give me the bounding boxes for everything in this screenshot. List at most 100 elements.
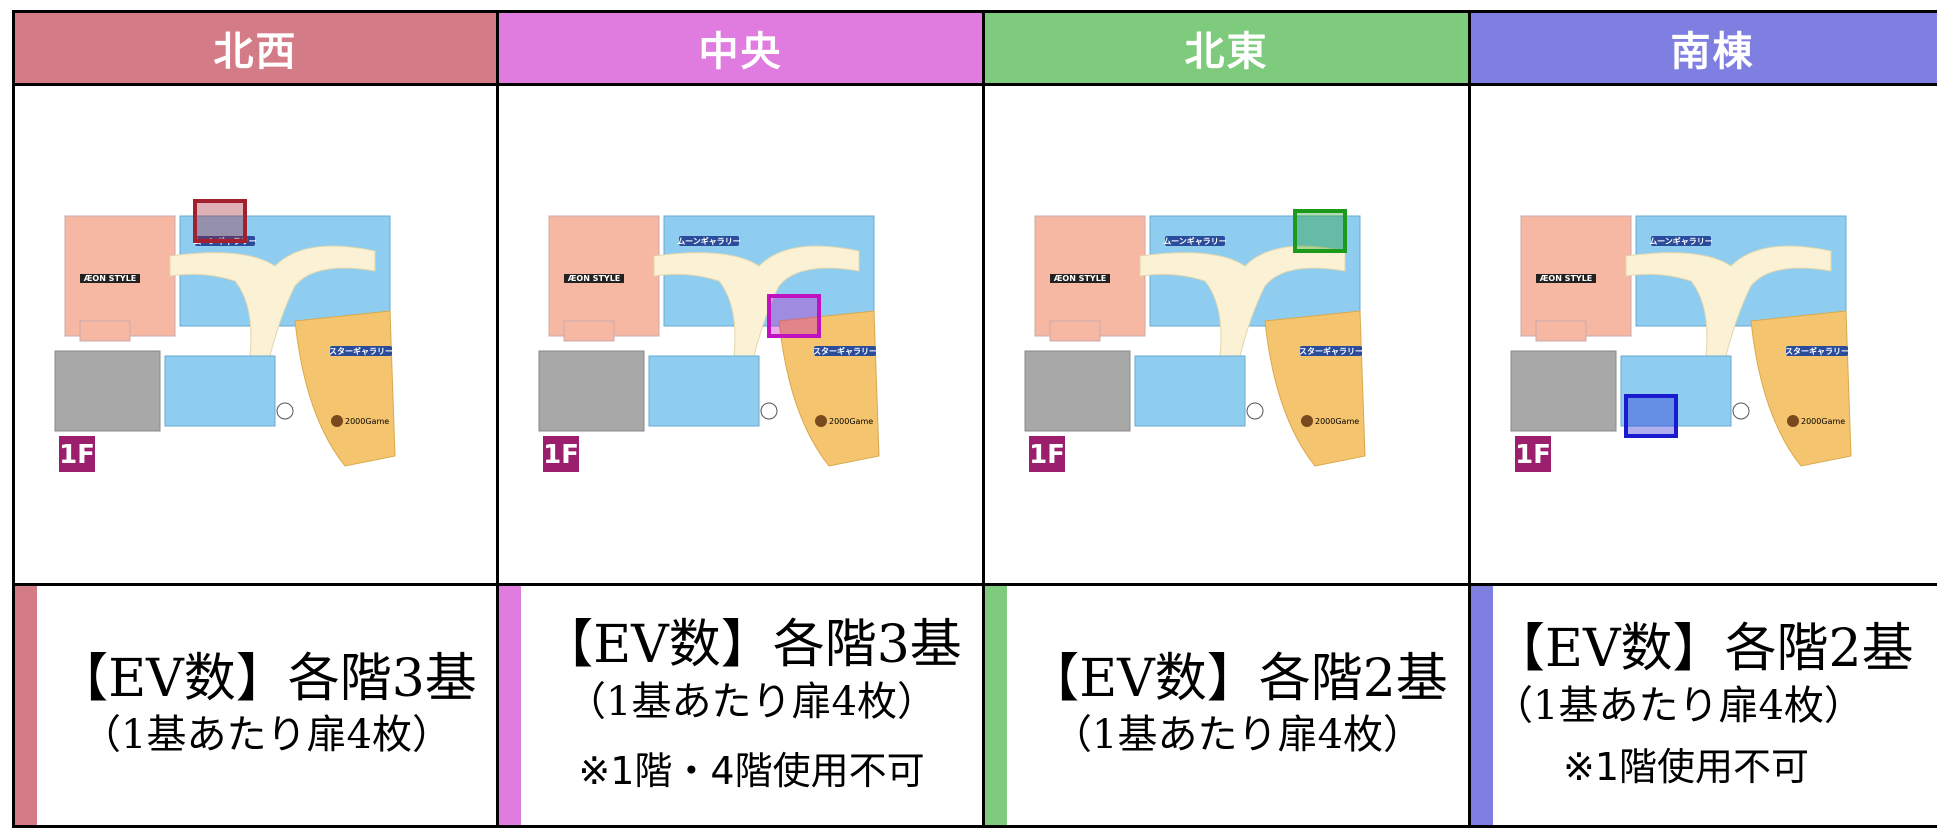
mall-corridor — [653, 245, 860, 357]
store-label-bg — [564, 274, 624, 283]
ev-count-line: 【EV数】各階3基 — [541, 615, 962, 676]
floor-badge — [59, 436, 95, 472]
gallery-right-label: スターギャラリー — [1299, 346, 1363, 356]
column-header: 中央 — [496, 10, 985, 86]
floor-map-cell: ÆON STYLE ムーンギャラリースターギャラリー 2000Game 1F — [496, 86, 985, 586]
info-cell: 【EV数】各階2基 （1基あたり扉4枚） — [982, 586, 1471, 828]
store-label: ÆON STYLE — [84, 274, 137, 283]
shop-block-right — [1264, 310, 1366, 467]
food-logo-icon — [331, 415, 343, 427]
doors-line: （1基あたり扉4枚） — [1052, 712, 1423, 759]
column-south: 南棟 ÆON STYLE ムーンギャラリースターギャラリー 2000Game 1F 【… — [1468, 10, 1937, 828]
gallery-top-label: ムーンギャラリー — [677, 236, 741, 246]
shop-block-lower — [1134, 355, 1246, 427]
parking-block — [1510, 350, 1617, 432]
doors-line: （1基あたり扉4枚） — [566, 678, 937, 725]
floor-badge-label: 1F — [59, 440, 95, 470]
food-label: 2000Game — [1801, 417, 1845, 426]
plaza-circle — [276, 402, 294, 420]
info-cell: 【EV数】各階3基 （1基あたり扉4枚） ※1階・4階使用不可 — [496, 586, 985, 828]
food-label: 2000Game — [345, 417, 389, 426]
mall-corridor — [1625, 245, 1832, 357]
shop-block-lower — [164, 355, 276, 427]
store-label: ÆON STYLE — [1540, 274, 1593, 283]
elevator-highlight-box — [767, 294, 821, 338]
floor-map-cell: ÆON STYLE ムーンギャラリースターギャラリー 2000Game 1F — [982, 86, 1471, 586]
column-header: 北西 — [12, 10, 499, 86]
gallery-right-bg — [330, 346, 392, 356]
store-annex — [1049, 320, 1101, 342]
floor-badge-label: 1F — [1029, 440, 1065, 470]
info-cell: 【EV数】各階2基 （1基あたり扉4枚） ※1階使用不可 — [1468, 586, 1937, 828]
gallery-top-label: ムーンギャラリー — [1163, 236, 1227, 246]
column-header: 南棟 — [1468, 10, 1937, 86]
parking-block — [54, 350, 161, 432]
column-header: 北東 — [982, 10, 1471, 86]
food-label: 2000Game — [829, 417, 873, 426]
color-bar — [499, 586, 521, 825]
color-bar — [15, 586, 37, 825]
floor-badge-label: 1F — [1515, 440, 1551, 470]
gallery-top-bg — [1165, 236, 1225, 246]
shop-block-right — [294, 310, 396, 467]
plaza-circle — [1246, 402, 1264, 420]
mall-corridor — [1139, 245, 1346, 357]
store-label-bg — [1536, 274, 1596, 283]
shop-block-lower — [648, 355, 760, 427]
food-logo-icon — [1301, 415, 1313, 427]
usage-note: ※1階・4階使用不可 — [578, 748, 925, 793]
ev-count-line: 【EV数】各階3基 — [56, 648, 477, 709]
food-logo-icon — [815, 415, 827, 427]
column-header-label: 南棟 — [1670, 29, 1755, 75]
elevator-highlight-box — [1624, 394, 1678, 438]
store-annex — [79, 320, 131, 342]
parking-block — [1024, 350, 1131, 432]
store-label: ÆON STYLE — [1054, 274, 1107, 283]
column-center: 中央 ÆON STYLE ムーンギャラリースターギャラリー 2000Game 1F 【… — [496, 10, 985, 828]
store-label: ÆON STYLE — [568, 274, 621, 283]
gallery-right-label: スターギャラリー — [813, 346, 877, 356]
floor-badge — [543, 436, 579, 472]
plaza-circle — [1732, 402, 1750, 420]
color-bar — [985, 586, 1007, 825]
ev-count-line: 【EV数】各階2基 — [1493, 619, 1914, 680]
plaza-circle — [760, 402, 778, 420]
gallery-top-bg — [679, 236, 739, 246]
gallery-right-bg — [814, 346, 876, 356]
gallery-top-bg — [1651, 236, 1711, 246]
doors-line: （1基あたり扉4枚） — [1493, 682, 1864, 729]
store-annex — [563, 320, 615, 342]
parking-block — [538, 350, 645, 432]
elevator-highlight-box — [1293, 209, 1347, 253]
info-cell: 【EV数】各階3基 （1基あたり扉4枚） — [12, 586, 499, 828]
floor-badge-label: 1F — [543, 440, 579, 470]
store-label-bg — [1050, 274, 1110, 283]
doors-line: （1基あたり扉4枚） — [81, 712, 452, 759]
column-northeast: 北東 ÆON STYLE ムーンギャラリースターギャラリー 2000Game 1F 【… — [982, 10, 1471, 828]
mall-corridor — [169, 245, 376, 357]
elevator-highlight-box — [193, 199, 247, 243]
food-logo-icon — [1787, 415, 1799, 427]
gallery-right-label: スターギャラリー — [329, 346, 393, 356]
store-annex — [1535, 320, 1587, 342]
floor-map-cell: ÆON STYLE ムーンギャラリースターギャラリー 2000Game 1F — [1468, 86, 1937, 586]
color-bar — [1471, 586, 1493, 825]
floor-badge — [1029, 436, 1065, 472]
gallery-top-label: ムーンギャラリー — [1649, 236, 1713, 246]
ev-count-line: 【EV数】各階2基 — [1027, 648, 1448, 709]
floor-badge — [1515, 436, 1551, 472]
store-label-bg — [80, 274, 140, 283]
elevator-location-grid: 北西 ÆON STYLE ムーンギャラリースターギャラリー 2000Game 1F 【… — [12, 10, 1937, 828]
gallery-right-bg — [1300, 346, 1362, 356]
shop-block-right — [1750, 310, 1852, 467]
food-label: 2000Game — [1315, 417, 1359, 426]
gallery-right-label: スターギャラリー — [1785, 346, 1849, 356]
usage-note: ※1階使用不可 — [1563, 744, 1810, 789]
gallery-right-bg — [1786, 346, 1848, 356]
